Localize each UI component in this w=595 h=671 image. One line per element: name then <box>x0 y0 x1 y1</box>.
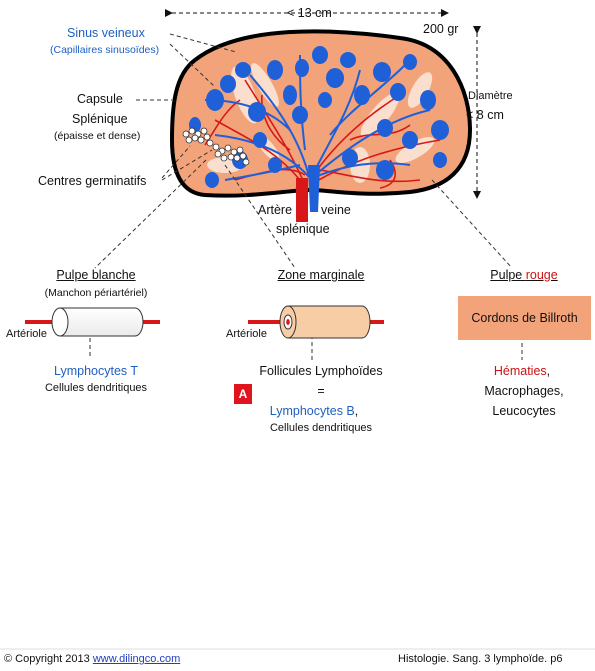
white-pulp-cylinder <box>25 307 160 337</box>
splenic-vein <box>308 165 320 212</box>
sinus-label: Sinus veineux <box>67 26 145 40</box>
hematies-line: Hématies, <box>494 364 550 378</box>
width-label: < 13 cm <box>287 6 332 20</box>
splenic-artery <box>296 178 308 222</box>
white-pulp-dendritic-label: Cellules dendritiques <box>44 382 148 394</box>
lymphocytes-b-line: Lymphocytes B, <box>270 404 358 418</box>
site-link[interactable]: www.dilingco.com <box>92 653 181 665</box>
copyright-text: © Copyright 2013 <box>4 653 90 665</box>
billroth-cords-box: Cordons de Billroth <box>458 296 591 340</box>
footer-page-info: Histologie. Sang. 3 lymphoïde. p6 <box>398 653 563 665</box>
lymphocytes-b-comma: , <box>354 404 359 418</box>
artery-label: Artère <box>258 203 293 217</box>
white-pulp-streaks <box>207 63 435 183</box>
vein-label: veine <box>321 203 351 217</box>
marginal-dendritic-label: Cellules dendritiques <box>269 422 373 434</box>
red-pulp-title-prefix: Pulpe <box>490 268 526 282</box>
red-pulp-title-colored: rouge <box>525 268 558 282</box>
marginal-arteriole-label: Artériole <box>226 328 267 340</box>
marginal-zone-cylinder <box>248 305 384 339</box>
leucocytes-label: Leucocytes <box>492 404 556 418</box>
lymphocytes-t-label: Lymphocytes T <box>53 364 139 378</box>
white-pulp-subtitle: (Manchon périartériel) <box>44 287 148 299</box>
marginal-zone-title: Zone marginale <box>277 268 365 282</box>
hematies-comma: , <box>546 364 551 378</box>
sinus-sublabel: (Capillaires sinusoïdes) <box>50 44 160 56</box>
leader-lines <box>89 33 523 360</box>
red-pulp-title: Pulpe rouge <box>490 268 557 282</box>
figure-badge-a: A <box>234 384 252 404</box>
white-pulp-arteriole-label: Artériole <box>6 328 47 340</box>
germinal-centers <box>182 127 250 166</box>
footer-left: © Copyright 2013 www.dilingco.com <box>4 653 180 665</box>
capsule-label: Capsule <box>77 92 123 106</box>
weight-label: 200 gr <box>423 22 459 36</box>
hematies-label: Hématies <box>493 364 547 378</box>
follicles-label: Follicules Lymphoïdes <box>259 364 383 378</box>
lymphocytes-b-label: Lymphocytes B <box>269 404 355 418</box>
macrophages-label: Macrophages, <box>484 384 564 398</box>
diameter-value: < 8 cm <box>466 108 504 122</box>
splenique-label: Splénique <box>72 112 128 126</box>
equals-sign: = <box>317 384 325 398</box>
splenic-label: splénique <box>276 222 330 236</box>
diameter-label: Diamètre <box>468 90 513 102</box>
germinal-label: Centres germinatifs <box>38 174 147 188</box>
white-pulp-title: Pulpe blanche <box>56 268 136 282</box>
capsule-note: (épaisse et dense) <box>54 130 141 142</box>
